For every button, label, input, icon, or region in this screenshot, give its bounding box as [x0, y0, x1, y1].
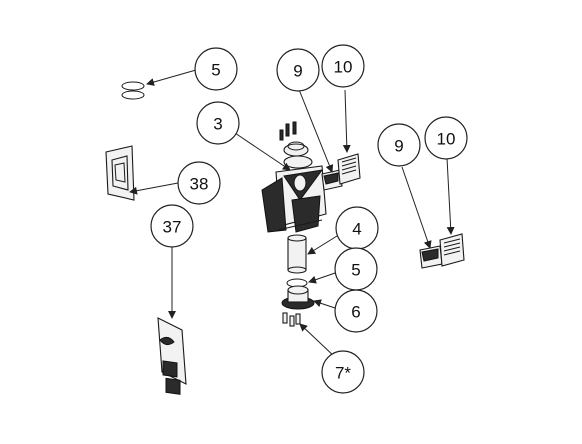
- callout-38-label: 38: [190, 175, 209, 194]
- part-9-right: [419, 245, 443, 269]
- callout-5-top: 5: [194, 47, 238, 91]
- leader-5-mid: [308, 271, 339, 284]
- callout-37-label: 37: [163, 218, 182, 237]
- callout-10-center-label: 10: [334, 58, 353, 77]
- callout-10-center: 10: [321, 44, 365, 88]
- callout-9-center: 9: [276, 48, 320, 92]
- part-5-o-rings: [121, 81, 145, 100]
- part-10-center: [337, 153, 361, 185]
- leader-38: [129, 182, 179, 195]
- leader-5-top: [146, 69, 197, 86]
- part-4-cylinder: [287, 234, 307, 274]
- callout-4-label: 4: [352, 220, 361, 239]
- part-10-right: [439, 233, 465, 267]
- part-7-screws: [282, 312, 301, 327]
- callout-6-label: 6: [351, 303, 360, 322]
- part-3-body: [261, 121, 327, 233]
- callout-10-right-label: 10: [437, 130, 456, 149]
- leader-6: [313, 299, 336, 309]
- callout-7-label: 7*: [335, 364, 351, 383]
- part-37-plate: [157, 317, 187, 395]
- leader-9-center: [297, 86, 334, 173]
- callout-5-top-label: 5: [211, 61, 220, 80]
- callout-7: 7*: [321, 350, 365, 394]
- leader-9-right: [401, 166, 432, 249]
- part-38-gasket: [105, 145, 135, 201]
- callout-37: 37: [150, 204, 194, 248]
- leader-7: [299, 323, 337, 359]
- part-6-cap: [281, 285, 315, 310]
- leader-10-right: [446, 157, 455, 235]
- callout-5-mid: 5: [334, 247, 378, 291]
- callout-9-right: 9: [377, 123, 421, 167]
- callout-3-label: 3: [213, 115, 222, 134]
- callout-5-mid-label: 5: [351, 261, 360, 280]
- callout-3: 3: [196, 101, 240, 145]
- leader-10-center: [342, 89, 351, 153]
- callout-9-right-label: 9: [394, 137, 403, 156]
- leader-4: [307, 235, 338, 255]
- callout-10-right: 10: [424, 116, 468, 160]
- callout-4: 4: [335, 206, 379, 250]
- callout-9-center-label: 9: [293, 62, 302, 81]
- callout-38: 38: [177, 161, 221, 205]
- part-9-center: [321, 169, 343, 191]
- leader-3: [231, 130, 291, 171]
- callout-6: 6: [334, 289, 378, 333]
